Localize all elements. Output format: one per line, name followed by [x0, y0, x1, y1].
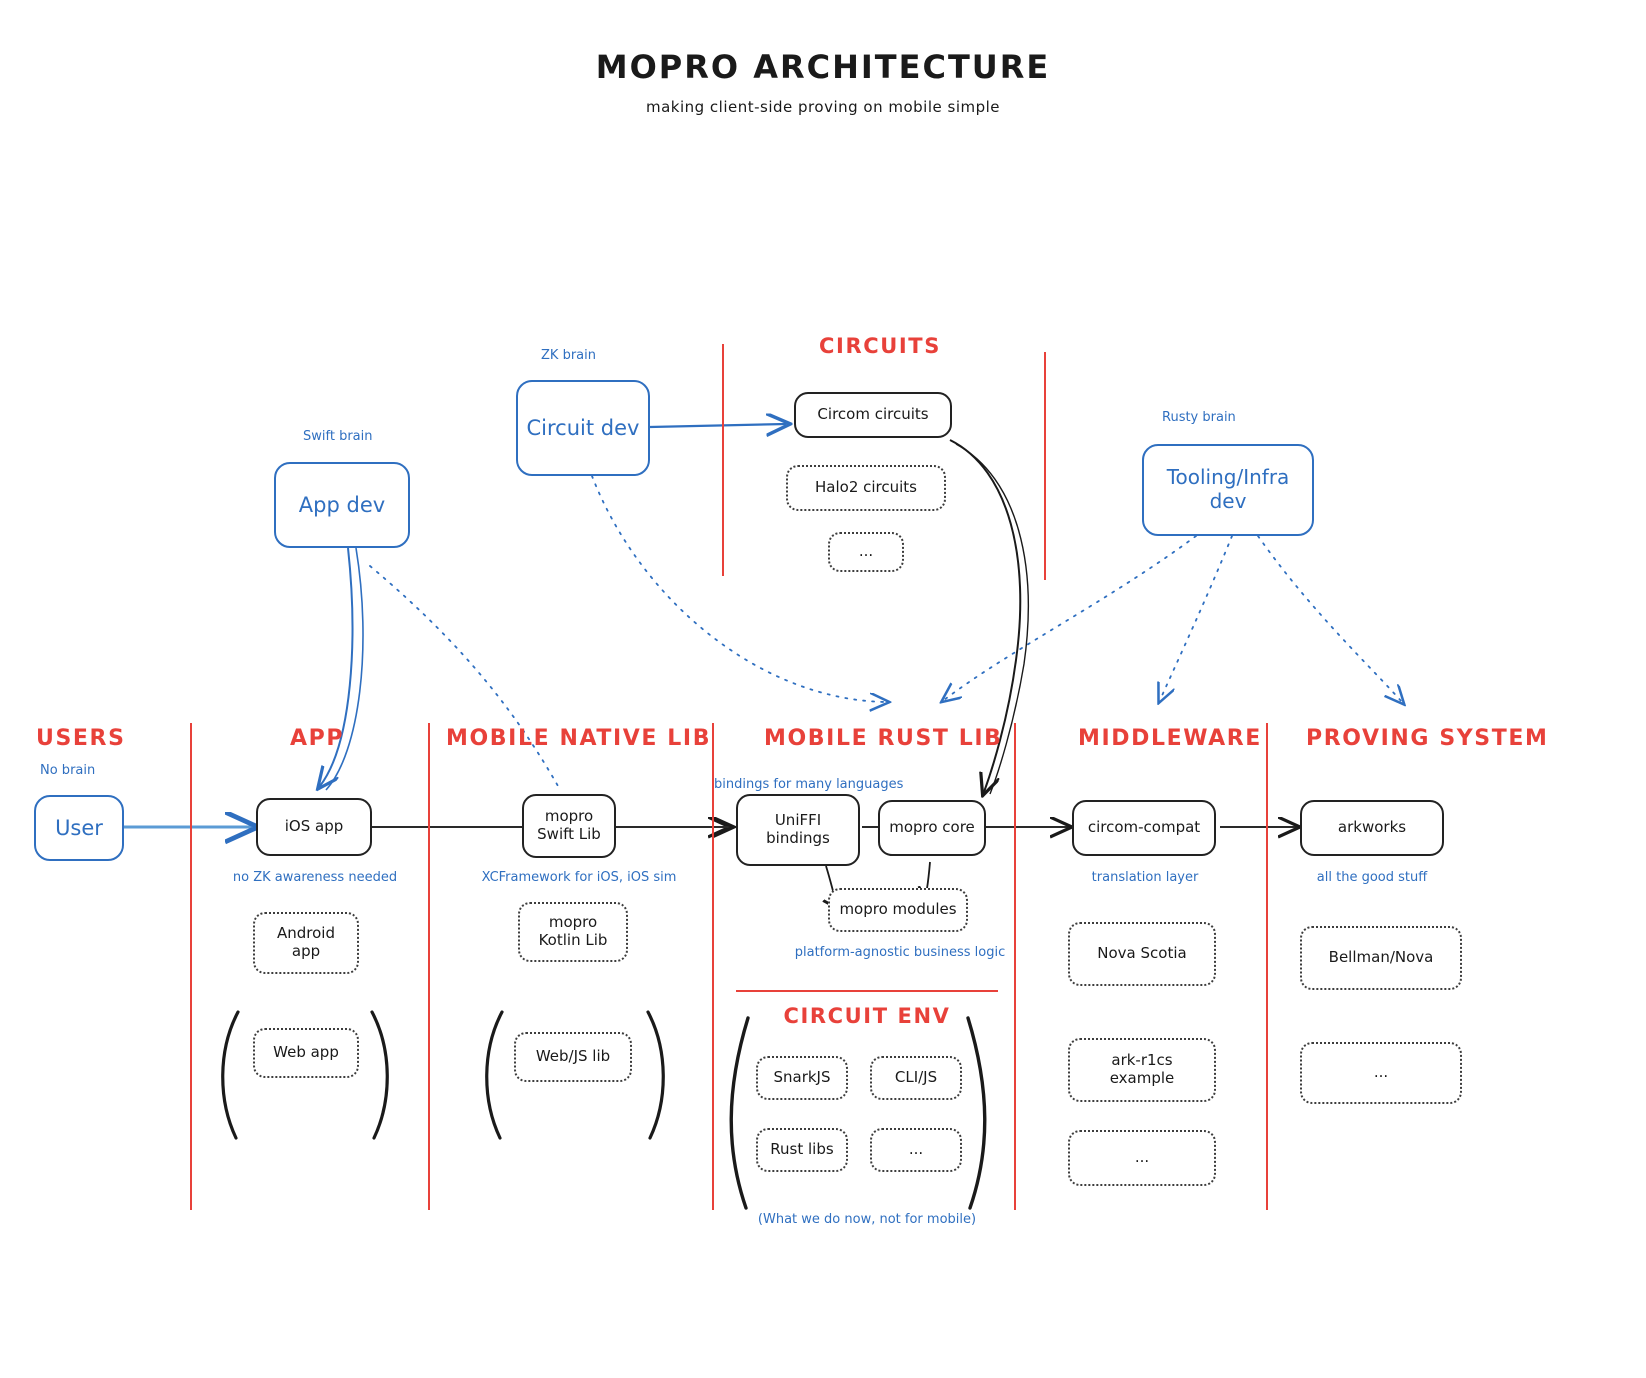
persona-caption-app-dev: Swift brain	[303, 429, 373, 444]
native-alt-webjs[interactable]: Web/JS lib	[514, 1032, 632, 1082]
persona-app-dev[interactable]: App dev	[274, 462, 410, 548]
native-alt-kotlin[interactable]: mopro Kotlin Lib	[518, 902, 628, 962]
proving-annotation: all the good stuff	[1316, 870, 1428, 885]
column-header-rust: MOBILE RUST LIB	[764, 726, 1003, 751]
circuit-env-note: (What we do now, not for mobile)	[757, 1212, 977, 1227]
app-alt-web[interactable]: Web app	[253, 1028, 359, 1078]
native-alt-kotlin-line2: Kotlin Lib	[538, 931, 608, 949]
page-subtitle: making client-side proving on mobile sim…	[645, 98, 1001, 116]
rust-annotation-top: bindings for many languages	[714, 777, 904, 792]
rust-node-uniffi-line2: bindings	[766, 829, 830, 847]
native-node-mopro-swift[interactable]: mopro Swift Lib	[522, 794, 616, 858]
rust-node-uniffi-line1: UniFFI	[774, 811, 822, 830]
divider-users-app	[190, 723, 192, 1210]
middleware-alt-ark-r1cs-line2: example	[1109, 1069, 1175, 1087]
native-node-line1: mopro	[544, 807, 594, 826]
divider-circuits-left	[722, 344, 724, 576]
users-node-user[interactable]: User	[34, 795, 124, 861]
middleware-alt-ark-r1cs-line1: ark-r1cs	[1111, 1051, 1173, 1070]
column-header-app: APP	[290, 726, 345, 751]
app-annotation: no ZK awareness needed	[232, 870, 398, 885]
persona-tooling-dev[interactable]: Tooling/Infra dev	[1142, 444, 1314, 536]
circuits-node-halo2[interactable]: Halo2 circuits	[786, 465, 946, 511]
page-title: MOPRO ARCHITECTURE	[595, 48, 1051, 86]
circuit-env-item-rustlibs[interactable]: Rust libs	[756, 1128, 848, 1172]
app-alt-android-label: Android app	[277, 924, 335, 960]
column-header-native: MOBILE NATIVE LIB	[446, 726, 712, 751]
column-header-proving: PROVING SYSTEM	[1306, 726, 1549, 751]
middleware-annotation: translation layer	[1091, 870, 1199, 885]
middleware-node-circom-compat[interactable]: circom-compat	[1072, 800, 1216, 856]
users-caption: No brain	[40, 763, 96, 778]
section-header-circuit-env: CIRCUIT ENV	[783, 1004, 951, 1028]
rust-node-modules-box[interactable]: mopro modules	[828, 888, 968, 932]
proving-alt-more[interactable]: ...	[1300, 1042, 1462, 1104]
rust-node-core[interactable]: mopro core	[878, 800, 986, 856]
circuit-env-item-snarkjs[interactable]: SnarkJS	[756, 1056, 848, 1100]
section-header-circuits: CIRCUITS	[819, 334, 941, 358]
persona-caption-circuit-dev: ZK brain	[541, 348, 596, 363]
app-node-ios[interactable]: iOS app	[256, 798, 372, 856]
middleware-alt-ark-r1cs[interactable]: ark-r1cs example	[1068, 1038, 1216, 1102]
circuit-env-rule	[736, 990, 998, 992]
native-node-line2: Swift Lib	[537, 825, 601, 843]
native-annotation: XCFramework for iOS, iOS sim	[481, 870, 677, 885]
circuits-node-circom[interactable]: Circom circuits	[794, 392, 952, 438]
column-header-users: USERS	[36, 726, 126, 751]
divider-app-native	[428, 723, 430, 1210]
proving-alt-bellman-nova[interactable]: Bellman/Nova	[1300, 926, 1462, 990]
circuit-env-item-clijs[interactable]: CLI/JS	[870, 1056, 962, 1100]
middleware-alt-more[interactable]: ...	[1068, 1130, 1216, 1186]
rust-annotation-bottom: platform-agnostic business logic	[794, 945, 1006, 960]
rust-node-uniffi[interactable]: UniFFI bindings	[736, 794, 860, 866]
circuit-env-item-more[interactable]: ...	[870, 1128, 962, 1172]
app-alt-android[interactable]: Android app	[253, 912, 359, 974]
proving-node-arkworks[interactable]: arkworks	[1300, 800, 1444, 856]
persona-caption-tooling-dev: Rusty brain	[1162, 410, 1236, 425]
persona-circuit-dev[interactable]: Circuit dev	[516, 380, 650, 476]
divider-rust-middleware	[1014, 723, 1016, 1210]
column-header-middleware: MIDDLEWARE	[1078, 726, 1262, 751]
middleware-alt-nova-scotia[interactable]: Nova Scotia	[1068, 922, 1216, 986]
divider-native-rust	[712, 723, 714, 1210]
divider-middleware-proving	[1266, 723, 1268, 1210]
divider-circuits-right	[1044, 352, 1046, 580]
circuits-node-more[interactable]: ...	[828, 532, 904, 572]
native-alt-kotlin-line1: mopro	[548, 913, 598, 932]
